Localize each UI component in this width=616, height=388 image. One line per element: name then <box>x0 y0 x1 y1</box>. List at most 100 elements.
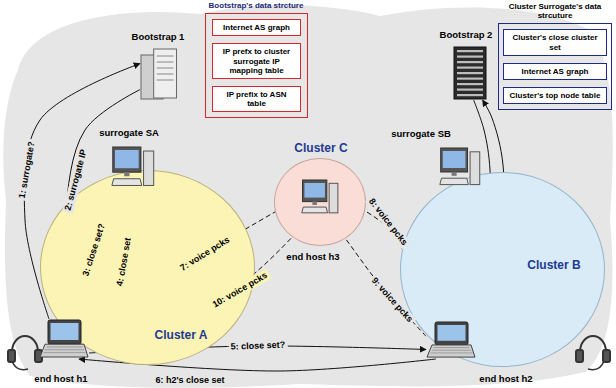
computer-keyboard <box>302 207 328 213</box>
node-label: Bootstrap 1 <box>132 32 185 43</box>
laptop-screen <box>51 323 79 340</box>
node-label: surrogate SA <box>99 128 159 139</box>
computer-monitor <box>441 148 468 172</box>
computer-screen <box>443 151 466 168</box>
headset-band <box>12 336 38 352</box>
server-slot <box>157 56 174 57</box>
server-rack <box>454 47 486 99</box>
laptop-screen <box>438 325 466 341</box>
message-label: 4: close set <box>114 235 134 289</box>
computer-screen <box>304 183 325 198</box>
server-tower <box>154 49 177 98</box>
laptop-lid <box>48 320 81 344</box>
surrogate-computer: surrogate SA <box>111 146 155 188</box>
server-unit <box>457 72 483 74</box>
laptop-keys <box>47 347 83 348</box>
data-structure-panel: Bootstrap's data strctureInternet AS gra… <box>196 1 316 120</box>
computer-monitor <box>113 147 141 172</box>
node-label: end host h2 <box>479 374 532 385</box>
computer-monitor <box>303 180 327 202</box>
table-box: Cluster's top node table <box>503 87 607 104</box>
laptop-keys <box>431 352 473 353</box>
server-unit <box>457 67 483 69</box>
server-unit <box>457 50 483 52</box>
message-label: 10: voice pcks <box>209 269 271 311</box>
message-label: 5: close set? <box>229 340 288 353</box>
bootstrap-server: Bootstrap 1 <box>140 48 178 100</box>
desktop-icon <box>301 179 339 215</box>
desktop-icon <box>111 146 155 188</box>
table-name: IP prefix to ASN table <box>217 90 296 108</box>
server-slot <box>157 80 174 81</box>
desktop-icon <box>439 147 481 187</box>
message-label: 3: close set? <box>80 220 108 279</box>
table-name: Internet AS graph <box>217 23 296 32</box>
server-unit <box>457 56 483 58</box>
server-slot <box>157 68 174 69</box>
server-unit <box>457 83 483 85</box>
server-slot <box>157 62 174 63</box>
computer-stand <box>312 201 317 205</box>
server1-icon <box>140 48 178 100</box>
cluster-name: Cluster C <box>294 142 347 156</box>
server-unit <box>457 94 483 96</box>
headset-band <box>580 336 606 352</box>
panel-heading: Bootstrap's data strcture <box>196 1 316 10</box>
computer-stand <box>124 172 129 176</box>
laptop-icon <box>426 321 476 359</box>
bootstrap-server: Bootstrap 2 <box>452 46 488 100</box>
node-label: Bootstrap 2 <box>440 30 493 41</box>
headset-earcup <box>603 350 610 362</box>
message-label: 1: surrogate? <box>16 139 37 201</box>
computer-keyboard <box>440 178 469 184</box>
computer-stand <box>452 172 457 176</box>
message-label: 8: voice pcks <box>365 195 411 249</box>
panel-heading: Cluster Surrogate's data strcuture <box>496 2 614 20</box>
server-slot <box>157 74 174 75</box>
laptop-icon <box>39 319 89 359</box>
headset-h1 <box>8 336 42 370</box>
laptop-lid <box>435 322 468 345</box>
node-label: end host h1 <box>34 374 87 385</box>
laptop-base <box>427 345 475 357</box>
end-host-computer: end host h3 <box>301 179 339 215</box>
computer-keyboard <box>112 179 142 186</box>
headset-earcup <box>576 350 583 362</box>
server-unit <box>457 89 483 91</box>
table-name: Cluster's close cluster set <box>508 33 602 51</box>
server2-icon <box>452 46 488 100</box>
headset-mic <box>588 361 604 370</box>
cluster-name: Cluster A <box>155 329 208 343</box>
data-structure-panel: Cluster Surrogate's data strcutureCluste… <box>496 2 614 112</box>
message-label: 2: surrogate IP <box>62 146 90 214</box>
table-name: IP prefx to cluster surrogate IP mapping… <box>217 47 296 75</box>
headset-earcup <box>8 350 15 362</box>
cluster-circle: Cluster Bsurrogate SBend host h2 <box>400 172 605 367</box>
table-box: Internet AS graph <box>503 63 607 80</box>
message-label: 9: voice pcks <box>368 274 417 326</box>
table-name: Internet AS graph <box>508 67 602 76</box>
message-label: 6: h2's close set <box>153 375 226 386</box>
laptop-keys <box>45 349 84 350</box>
headset-h2 <box>576 336 610 370</box>
table-name: Cluster's top node table <box>508 91 602 100</box>
end-host-laptop: end host h2 <box>426 321 476 359</box>
cloud-ground <box>3 5 613 388</box>
message-label: 7: voice pcks <box>176 233 233 274</box>
server-unit <box>457 78 483 80</box>
laptop-keys <box>44 352 86 353</box>
surrogate-computer: surrogate SB <box>439 147 481 187</box>
laptop-keys <box>434 347 470 348</box>
computer-tower <box>470 152 480 185</box>
table-box: IP prefx to cluster surrogate IP mapping… <box>212 43 301 79</box>
node-label: end host h3 <box>286 252 339 263</box>
cluster-circle: Cluster Cend host h3 <box>274 158 366 246</box>
headset-mic <box>12 361 28 370</box>
table-box: Internet AS graph <box>212 19 301 36</box>
node-label: surrogate SB <box>391 129 451 140</box>
laptop-base <box>40 344 88 357</box>
laptop-keys <box>432 350 471 351</box>
table-box: Cluster's close cluster set <box>503 29 607 55</box>
